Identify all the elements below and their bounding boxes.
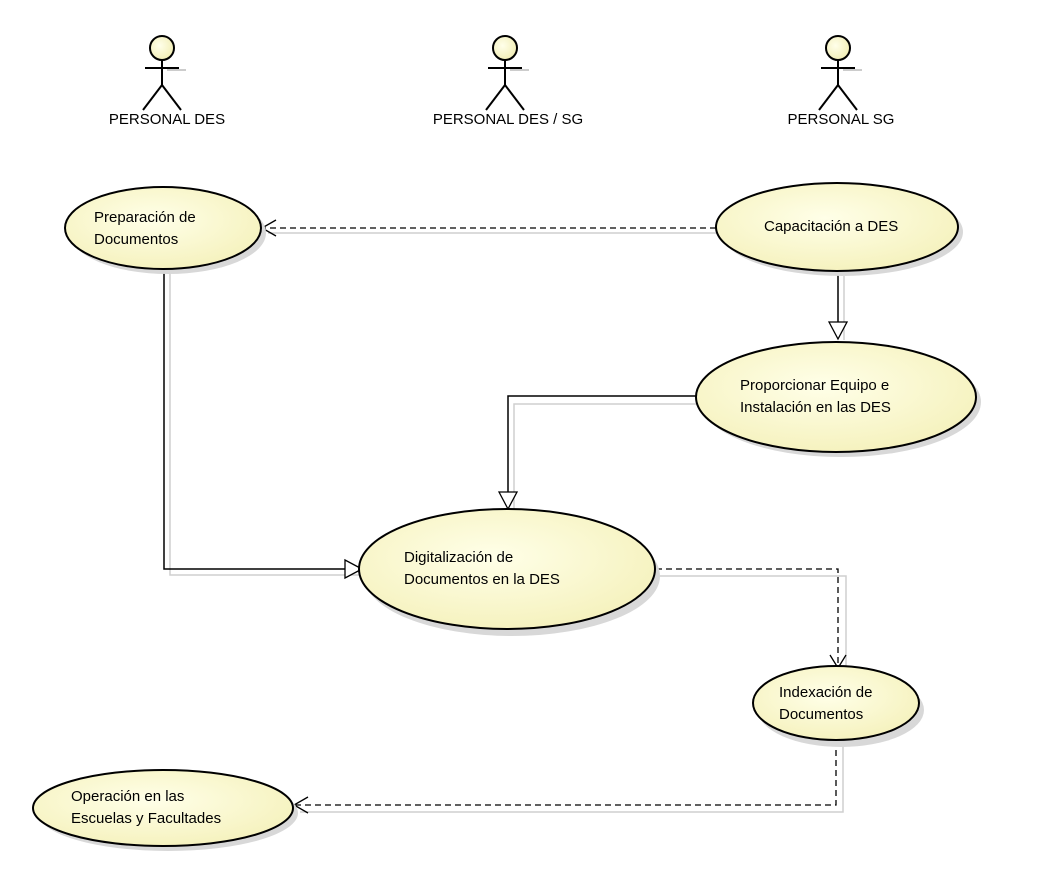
usecase-digitalizacion-line1: Digitalización de — [404, 549, 514, 566]
actor-label-personal-sg: PERSONAL SG — [787, 111, 895, 128]
usecase-preparacion-line1: Preparación de — [94, 209, 196, 226]
usecase-operacion-line2: Escuelas y Facultades — [71, 810, 222, 827]
actor-label-personal-des: PERSONAL DES — [108, 111, 226, 128]
usecase-preparacion-line2: Documentos — [94, 231, 179, 248]
actor-label-personal-des-sg: PERSONAL DES / SG — [432, 111, 584, 128]
usecase-digitalizacion-label: Digitalización de Documentos en la DES — [404, 547, 560, 591]
connector-shadows — [169, 232, 847, 813]
usecase-preparacion-ellipse[interactable] — [64, 186, 262, 270]
generalization-preparacion-digitalizacion — [163, 270, 364, 580]
usecase-proporcionar-ellipse[interactable] — [695, 341, 977, 453]
generalization-capacitacion-proporcionar — [827, 272, 849, 341]
usecase-digitalizacion-line2: Documentos en la DES — [404, 571, 560, 588]
generalization-proporcionar-digitalizacion — [497, 395, 698, 511]
usecase-capacitacion-line1: Capacitación a DES — [764, 218, 899, 235]
usecase-capacitacion-ellipse[interactable] — [715, 182, 959, 272]
actor-personal-des-sg — [485, 35, 529, 111]
usecase-capacitacion-label: Capacitación a DES — [764, 216, 898, 238]
usecase-indexacion-ellipse[interactable] — [752, 665, 920, 741]
dependency-digitalizacion-indexacion — [656, 568, 847, 670]
usecase-operacion-ellipse[interactable] — [32, 769, 294, 847]
actor-personal-des — [142, 35, 186, 111]
usecase-operacion-label: Operación en las Escuelas y Facultades — [71, 786, 221, 830]
usecase-indexacion-label: Indexación de Documentos — [779, 682, 872, 726]
usecase-proporcionar-line1: Proporcionar Equipo e — [740, 377, 890, 394]
actor-personal-sg — [818, 35, 862, 111]
usecase-proporcionar-label: Proporcionar Equipo e Instalación en las… — [740, 375, 891, 419]
usecase-proporcionar-line2: Instalación en las DES — [740, 399, 891, 416]
usecase-operacion-line1: Operación en las — [71, 788, 185, 805]
usecase-indexacion-line1: Indexación de — [779, 684, 873, 701]
usecase-indexacion-line2: Documentos — [779, 706, 864, 723]
dependency-indexacion-operacion — [292, 740, 837, 814]
usecase-preparacion-label: Preparación de Documentos — [94, 207, 196, 251]
usecase-digitalizacion-ellipse[interactable] — [358, 508, 656, 630]
